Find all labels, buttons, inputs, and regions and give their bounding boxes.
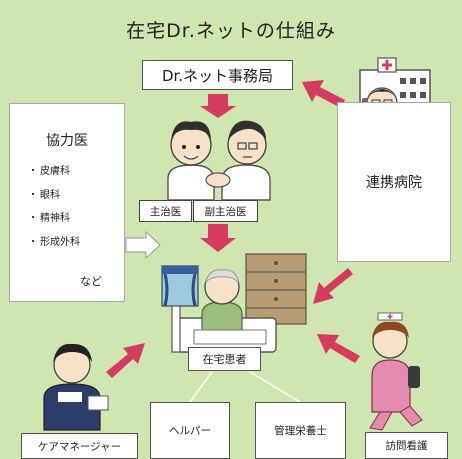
- page-title: 在宅Dr.ネットの仕組み: [126, 20, 336, 42]
- specialty-item: 形成外科: [28, 236, 80, 260]
- doctors-illustration: [167, 120, 271, 201]
- specialty-list: 皮膚科 眼科 精神科 形成外科: [28, 165, 80, 259]
- arrow-hospital-to-patient: [313, 268, 353, 304]
- partner-hospital-box: 連携病院: [337, 102, 451, 262]
- arrow-care-to-patient: [106, 343, 145, 378]
- patient-label: 在宅患者: [188, 347, 261, 371]
- specialty-item: 眼科: [28, 189, 80, 213]
- specialty-etc: など: [80, 275, 102, 288]
- specialty-item: 皮膚科: [28, 165, 80, 189]
- cooperating-doctors-box: 協力医 皮膚科 眼科 精神科 形成外科 など: [9, 103, 125, 302]
- connector-lines: [189, 371, 301, 403]
- care-manager-icon: [43, 343, 109, 431]
- flow-arrows: [106, 80, 360, 378]
- visiting-nurse-label: 訪問看護: [365, 432, 448, 459]
- care-manager-label: ケアマネージャー: [21, 433, 138, 459]
- arrow-office-to-doctors: [200, 94, 236, 118]
- sub-doctor-label: 副主治医: [193, 200, 258, 222]
- arrow-coop-to-patient: [125, 230, 161, 260]
- nurse-icon: [369, 312, 423, 431]
- patient-room-illustration: [161, 253, 307, 353]
- cooperating-doctors-title: 協力医: [46, 133, 88, 149]
- office-box: Dr.ネット事務局: [142, 60, 293, 90]
- arrow-hospital-to-office: [302, 80, 345, 108]
- specialty-item: 精神科: [28, 212, 80, 236]
- helper-label: ヘルパー: [150, 402, 230, 459]
- dietitian-label: 管理栄養士: [255, 402, 346, 459]
- main-doctor-label: 主治医: [139, 200, 192, 222]
- arrow-doctors-to-patient: [200, 224, 236, 252]
- arrow-nurse-to-patient: [317, 334, 360, 363]
